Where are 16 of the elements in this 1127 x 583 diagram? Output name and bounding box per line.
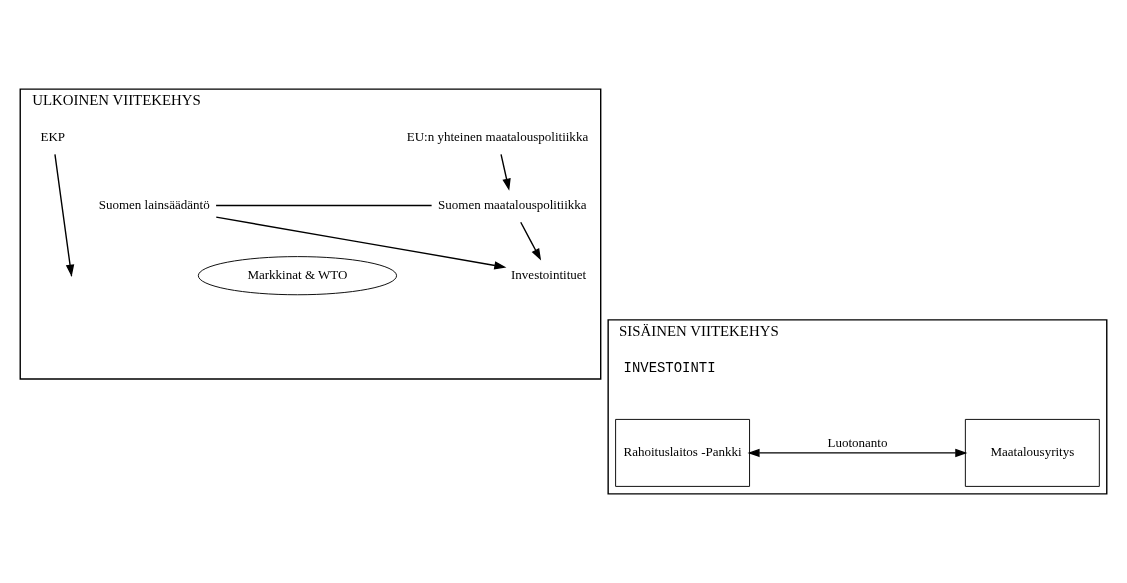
arrow [500,153,511,191]
node-box: Maatalousyritys [964,418,1100,487]
arrow [54,153,75,277]
connector [215,204,433,207]
edge-label: Luotonanto [827,434,888,450]
arrow [747,448,968,458]
node-text: Suomen lainsäädäntö [98,196,210,212]
node-text: EU:n yhteinen maatalouspolitiikka [406,128,589,144]
node-text: Suomen maatalouspolitiikka [438,196,587,212]
node-box: Rahoituslaitos -Pankki [615,418,750,487]
node-text: EKP [40,128,66,144]
node-text: Investointituet [511,267,587,283]
arrow [215,216,507,270]
node-ellipse: Markkinat & WTO [197,256,398,296]
arrow [520,221,542,261]
label: INVESTOINTI [623,359,716,376]
